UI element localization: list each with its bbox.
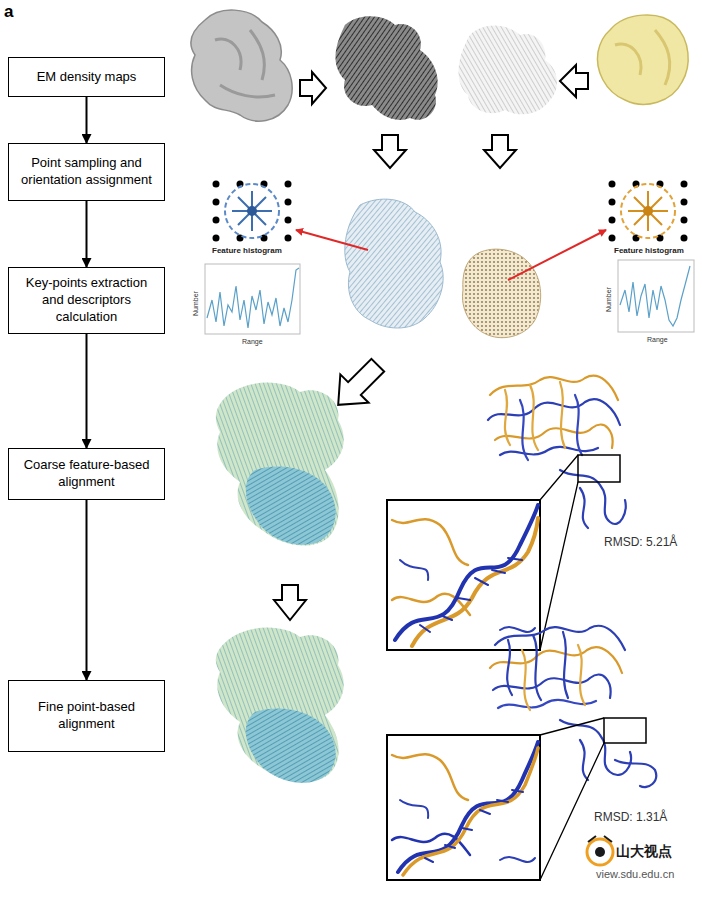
feature-grid bbox=[609, 181, 688, 242]
box-text: EM density maps bbox=[37, 69, 137, 86]
box-text: Point sampling and orientation assignmen… bbox=[15, 155, 158, 189]
feature-star bbox=[621, 184, 675, 238]
dna-helix bbox=[392, 742, 538, 875]
aligned-maps bbox=[246, 466, 336, 544]
axis-label: Number bbox=[605, 287, 612, 312]
process-box: Fine point-based alignment bbox=[8, 680, 165, 752]
pointer-arrow bbox=[508, 230, 606, 280]
hollow-arrow bbox=[484, 135, 516, 168]
aligned-maps bbox=[216, 383, 344, 546]
zoom-region bbox=[578, 455, 620, 482]
box-text: Coarse feature-based alignment bbox=[15, 457, 158, 491]
axis-label: Range bbox=[647, 336, 668, 343]
density-map bbox=[191, 10, 292, 121]
aligned-maps bbox=[246, 708, 336, 782]
watermark: 山大视点 bbox=[616, 843, 672, 861]
density-map bbox=[597, 15, 688, 104]
density-shading bbox=[215, 30, 275, 97]
process-box: EM density maps bbox=[8, 57, 165, 97]
process-box: Coarse feature-based alignment bbox=[8, 448, 165, 500]
inset-frame bbox=[387, 735, 540, 880]
feature-star bbox=[225, 184, 279, 238]
flow-arrow bbox=[86, 201, 88, 267]
zoom-region bbox=[604, 718, 646, 743]
box-text: Key-points extraction and descriptors ca… bbox=[15, 275, 158, 326]
rmsd-value: RMSD: 5.21Å bbox=[604, 535, 677, 549]
zoom-lines bbox=[540, 455, 578, 650]
hollow-arrow bbox=[374, 135, 406, 168]
aligned-maps bbox=[216, 628, 344, 783]
watermark-logo bbox=[587, 836, 613, 865]
zoom-lines bbox=[540, 718, 604, 880]
hollow-arrow bbox=[560, 65, 588, 97]
flow-arrow bbox=[86, 334, 88, 448]
figure-label: Feature histogram bbox=[614, 246, 684, 255]
histogram-plot bbox=[618, 260, 694, 332]
point-cloud bbox=[462, 249, 540, 338]
flow-arrow bbox=[86, 97, 88, 143]
sampled-map bbox=[336, 16, 438, 120]
rmsd-value: RMSD: 1.31Å bbox=[594, 810, 667, 824]
box-text: Fine point-based alignment bbox=[15, 699, 158, 733]
hollow-arrow bbox=[300, 72, 326, 104]
figure-label: Feature histogram bbox=[212, 246, 282, 255]
density-shading bbox=[615, 30, 670, 85]
feature-grid bbox=[213, 181, 292, 242]
histogram-plot bbox=[205, 264, 300, 334]
pointer-arrow bbox=[296, 230, 368, 250]
point-cloud bbox=[345, 199, 443, 328]
process-box: Point sampling and orientation assignmen… bbox=[8, 143, 165, 201]
axis-label: Number bbox=[192, 291, 199, 316]
inset-frame bbox=[387, 500, 540, 650]
panel-letter: a bbox=[4, 2, 13, 22]
hollow-arrow bbox=[274, 585, 306, 620]
flow-arrow bbox=[86, 500, 88, 680]
watermark: view.sdu.edu.cn bbox=[596, 868, 674, 880]
axis-label: Range bbox=[242, 338, 263, 345]
sampled-map bbox=[458, 26, 556, 115]
dna-helix bbox=[392, 505, 538, 646]
process-box: Key-points extraction and descriptors ca… bbox=[8, 267, 165, 334]
